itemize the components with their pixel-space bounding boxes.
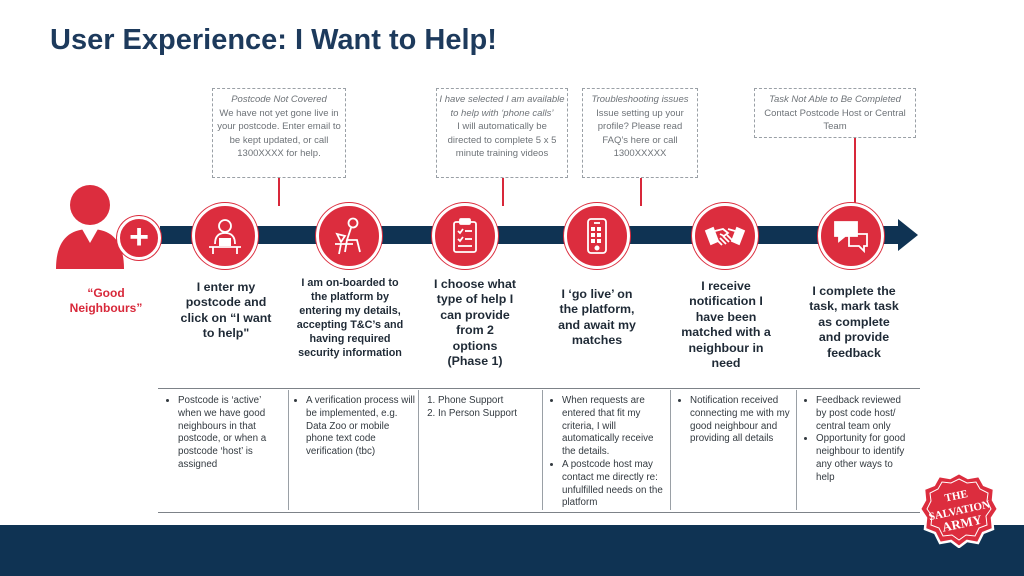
detail-item: Phone Support (438, 395, 540, 408)
plus-icon: + (117, 216, 161, 260)
step-label-complete-task: I complete the task, mark task as comple… (809, 284, 899, 360)
note-phone-calls: I have selected I am available to help w… (436, 88, 568, 178)
note-postcode-not-covered: Postcode Not Covered We have not yet gon… (212, 88, 346, 178)
note-body: We have not yet gone live in your postco… (217, 107, 341, 160)
timeline-arrow (160, 226, 900, 244)
column-divider (418, 390, 419, 510)
note-body: I will automatically be directed to comp… (447, 121, 557, 160)
detail-item: A verification process will be implement… (306, 395, 416, 459)
note-heading: I have selected I am available to help w… (439, 94, 565, 119)
note-connector (502, 178, 504, 206)
smartphone-icon (564, 203, 630, 269)
detail-requests: When requests are entered that fit my cr… (548, 395, 668, 510)
column-divider (796, 390, 797, 510)
step-label-receive-notification: I receive notification I have been match… (681, 279, 771, 371)
step-label-go-live: I ‘go live’ on the platform, and await m… (558, 287, 636, 348)
note-heading: Task Not Able to Be Completed (769, 94, 901, 105)
note-heading: Troubleshooting issues (591, 94, 689, 105)
detail-item: Notification received connecting me with… (690, 395, 794, 446)
note-troubleshooting: Troubleshooting issues Issue setting up … (582, 88, 698, 178)
person-seated-laptop-icon (316, 203, 382, 269)
good-neighbour-person-icon (52, 183, 160, 269)
good-neighbours-label: “Good Neighbours” (69, 286, 143, 315)
logo-text: THE (944, 488, 969, 505)
detail-item: Opportunity for good neighbour to identi… (816, 433, 914, 484)
detail-top-divider (158, 388, 920, 389)
column-divider (288, 390, 289, 510)
note-body: Contact Postcode Host or Central Team (764, 107, 906, 133)
column-divider (542, 390, 543, 510)
detail-postcode-active: Postcode is ‘active’ when we have good n… (164, 395, 284, 472)
note-heading: Postcode Not Covered (231, 94, 327, 105)
detail-item: Feedback reviewed by post code host/ cen… (816, 395, 914, 433)
salvation-army-logo: THE SALVATION ARMY (918, 470, 1000, 549)
note-task-not-completed: Task Not Able to Be Completed Contact Po… (754, 88, 916, 138)
note-connector (278, 178, 280, 206)
speech-bubbles-icon (818, 203, 884, 269)
note-connector (854, 138, 856, 206)
detail-item: A postcode host may contact me directly … (562, 459, 668, 510)
footer-band (0, 525, 1024, 576)
detail-feedback: Feedback reviewed by post code host/ cen… (802, 395, 914, 485)
note-connector (640, 178, 642, 206)
handshake-icon (692, 203, 758, 269)
column-divider (670, 390, 671, 510)
page-title: User Experience: I Want to Help! (50, 24, 497, 56)
detail-item: When requests are entered that fit my cr… (562, 395, 668, 459)
detail-item: Postcode is ‘active’ when we have good n… (178, 395, 284, 472)
person-at-laptop-icon (192, 203, 258, 269)
detail-verification: A verification process will be implement… (292, 395, 416, 459)
detail-notification: Notification received connecting me with… (676, 395, 794, 446)
step-label-onboarded: I am on-boarded to the platform by enter… (296, 277, 404, 359)
note-body: Issue setting up your profile? Please re… (596, 107, 684, 160)
clipboard-checklist-icon (432, 203, 498, 269)
detail-bottom-divider (158, 512, 920, 513)
timeline-arrow-head (898, 219, 918, 251)
step-label-enter-postcode: I enter my postcode and click on “I want… (180, 280, 272, 341)
step-label-choose-help: I choose what type of help I can provide… (434, 277, 516, 369)
detail-item: In Person Support (438, 408, 540, 421)
detail-support-options: Phone Support In Person Support (424, 395, 540, 421)
